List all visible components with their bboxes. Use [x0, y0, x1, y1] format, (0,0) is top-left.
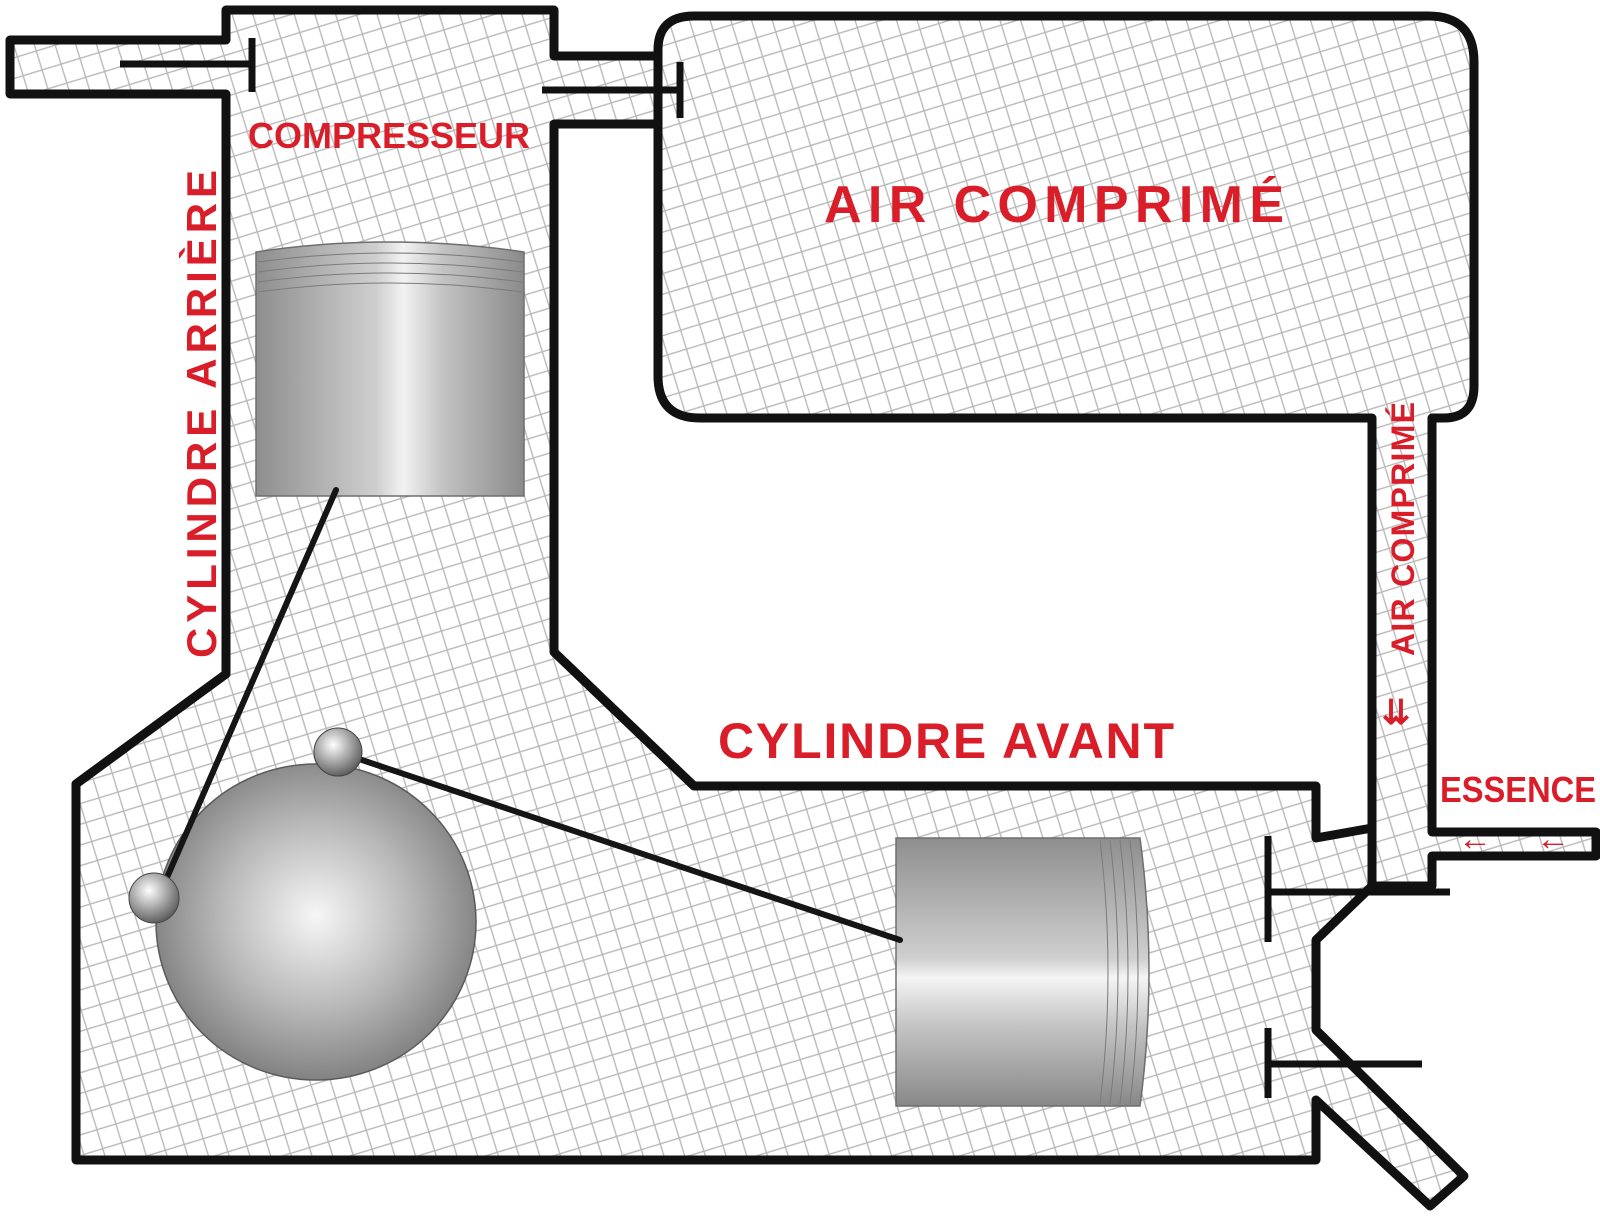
front-crank-pin [313, 727, 363, 777]
compressor-outlet-valve [542, 62, 684, 118]
front-piston [895, 837, 1150, 1107]
fuel-label: ESSENCE [1440, 769, 1596, 810]
fuel-flow-arrows: ← ← [1458, 820, 1570, 858]
compressor-label: COMPRESSEUR [248, 115, 530, 156]
rear-connecting-rod [155, 487, 339, 901]
crankshaft-flywheel [155, 763, 477, 1081]
air-pipe-down-arrow: ⇊ [1382, 694, 1411, 732]
compressor-intake-valve [120, 38, 256, 92]
compressed-air-tank [549, 11, 1600, 891]
air-pipe-label: AIR COMPRIMÉ [1385, 402, 1421, 656]
rear-crank-pin [128, 872, 180, 924]
tank-label: AIR COMPRIMÉ [824, 176, 1284, 234]
rear-cylinder-label: CYLINDRE ARRIÈRE [178, 170, 225, 658]
front-connecting-rod [335, 749, 903, 943]
front-exhaust-valve [1264, 1028, 1422, 1098]
front-intake-valve [1264, 836, 1450, 942]
rear-piston [255, 241, 525, 497]
front-cylinder-label: CYLINDRE AVANT [718, 713, 1174, 769]
